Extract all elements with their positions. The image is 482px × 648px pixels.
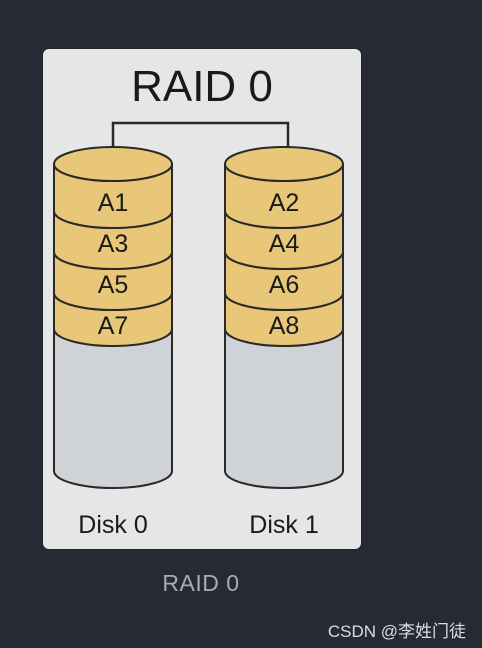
raid-diagram: RAID 0 A1 A3 A5 A7 A bbox=[53, 62, 344, 539]
watermark: CSDN @李姓门徒 bbox=[327, 622, 466, 641]
disk-0-label: Disk 0 bbox=[78, 511, 147, 539]
diagram-title: RAID 0 bbox=[131, 62, 273, 111]
disk-1-block-label: A6 bbox=[269, 271, 300, 299]
disk-1: A2 A4 A6 A8 bbox=[224, 146, 344, 489]
disk-0: A1 A3 A5 A7 bbox=[53, 146, 173, 489]
disk-1-label: Disk 1 bbox=[249, 511, 318, 539]
disk-0-top bbox=[53, 146, 173, 182]
raid-diagram-card: RAID 0 A1 A3 A5 A7 A bbox=[43, 49, 361, 549]
disk-0-block-label: A1 bbox=[98, 189, 129, 217]
disk-0-block-label: A3 bbox=[98, 230, 129, 258]
disk-0-block-label: A7 bbox=[98, 312, 129, 340]
disk-0-block-label: A5 bbox=[98, 271, 129, 299]
figure-caption: RAID 0 bbox=[162, 570, 240, 596]
disk-1-block-label: A4 bbox=[269, 230, 300, 258]
disk-1-block-label: A8 bbox=[269, 312, 300, 340]
stripe-connector bbox=[111, 121, 290, 159]
disk-1-top bbox=[224, 146, 344, 182]
disk-1-block-label: A2 bbox=[269, 189, 300, 217]
